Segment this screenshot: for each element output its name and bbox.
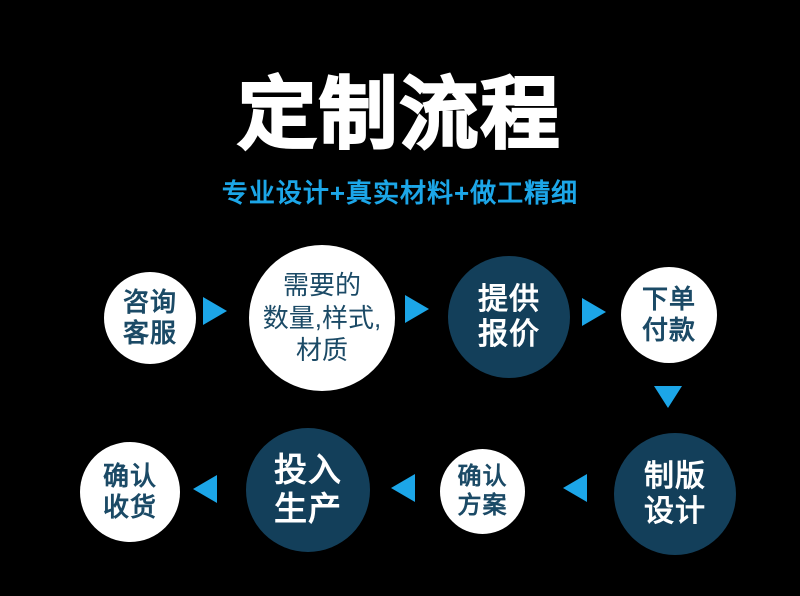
step-label: 确认 — [457, 463, 508, 491]
arrow-right-icon — [582, 298, 606, 326]
step-label: 下单 — [641, 284, 696, 315]
step-consult-service: 咨询 客服 — [104, 272, 196, 364]
page-subtitle: 专业设计+真实材料+做工精细 — [221, 178, 579, 208]
step-label: 数量,样式, — [262, 302, 382, 333]
step-plate-design: 制版 设计 — [614, 433, 736, 555]
step-label: 客服 — [122, 318, 177, 348]
step-requirements: 需要的 数量,样式, 材质 — [249, 245, 395, 391]
step-label: 方案 — [457, 491, 508, 519]
step-provide-quote: 提供 报价 — [448, 256, 570, 378]
step-label: 材质 — [295, 335, 348, 366]
step-label: 收货 — [102, 492, 157, 522]
step-label: 制版 — [644, 459, 706, 493]
step-place-order-pay: 下单 付款 — [621, 267, 717, 363]
step-label: 需要的 — [282, 270, 361, 301]
step-label: 提供 — [478, 282, 540, 316]
page-title: 定制流程 — [237, 70, 562, 158]
step-confirm-plan: 确认 方案 — [440, 449, 525, 534]
arrow-right-icon — [405, 295, 429, 323]
step-label: 付款 — [641, 315, 696, 345]
arrow-left-icon — [391, 474, 415, 502]
step-label: 咨询 — [122, 287, 177, 318]
arrow-left-icon — [193, 475, 217, 503]
step-start-production: 投入 生产 — [246, 428, 370, 552]
arrow-right-icon — [203, 297, 227, 325]
arrow-left-icon — [563, 474, 587, 502]
step-confirm-receipt: 确认 收货 — [80, 442, 180, 542]
step-label: 报价 — [478, 318, 540, 351]
step-label: 确认 — [102, 461, 157, 492]
arrow-down-icon — [654, 386, 682, 408]
step-label: 投入 — [274, 451, 342, 489]
step-label: 生产 — [274, 490, 342, 527]
step-label: 设计 — [644, 495, 706, 528]
